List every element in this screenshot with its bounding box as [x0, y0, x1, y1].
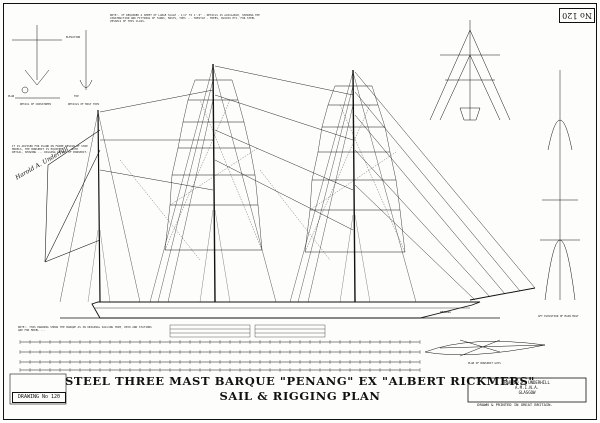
author-block: HAROLD A. UNDERHILL A.M.I.N.A. GLASGOW	[468, 380, 586, 395]
drawn-credit: DRAWN & PRINTED IN GREAT BRITAIN.	[477, 402, 553, 407]
spar-table	[169, 324, 326, 338]
author-box	[467, 377, 587, 403]
bowsprit-plan	[424, 339, 546, 357]
fore-sails	[304, 85, 406, 253]
label-crosstrees: DETAIL OF CROSSTREES	[20, 103, 52, 106]
hull-outline	[91, 301, 481, 319]
sheet-border	[3, 3, 597, 420]
note-top: NOTE:- IF REQUIRED A SHEET OF LARGE SCAL…	[110, 14, 262, 24]
drawing-title: STEEL THREE MAST BARQUE "PENANG" EX "ALB…	[64, 374, 536, 388]
label-elevation: ELEVATION	[66, 36, 81, 39]
drawing-subtitle: SAIL & RIGGING PLAN	[219, 389, 381, 403]
spanker-boom	[44, 239, 101, 263]
drawing-number-box	[9, 373, 67, 405]
backstays	[59, 65, 417, 303]
shrouds	[87, 209, 371, 303]
author-role: A.M.I.N.A.	[514, 385, 540, 390]
masthead-detail	[429, 20, 511, 121]
fore-mast	[352, 69, 356, 303]
running-rigging	[119, 99, 406, 261]
note-left: IT IS ADVISED FOR PLANK ON FRAME DESIGN …	[12, 145, 90, 155]
label-mast-elevation: AFT ELEVATION OF MAIN MAST	[538, 315, 579, 318]
main-mast	[212, 63, 216, 303]
stays	[99, 65, 536, 301]
crosstree-detail	[12, 25, 93, 99]
label-bowsprit-plan: PLAN OF BOWSPRIT GUYS	[468, 362, 501, 365]
drawing-number: DRAWING No 120	[12, 392, 66, 403]
scale-bars	[20, 341, 420, 371]
note-bottom: NOTE:- THIS DRAWING SHOWS THE BARQUE AS …	[18, 326, 154, 333]
label-plan: PLAN	[8, 95, 15, 98]
label-top: TOP	[74, 95, 79, 98]
author-city: GLASGOW	[518, 390, 536, 395]
author-name: HAROLD A. UNDERHILL	[504, 380, 550, 385]
bowsprit	[469, 287, 536, 301]
mizzen-mast	[97, 109, 101, 303]
spanker-gaff	[47, 129, 101, 166]
hull-name: PENANG	[440, 310, 451, 314]
label-mast-tops: DETAILS OF MAST TOPS	[68, 103, 100, 106]
mast-elevation-detail	[540, 70, 580, 301]
fore-yards	[305, 85, 405, 253]
